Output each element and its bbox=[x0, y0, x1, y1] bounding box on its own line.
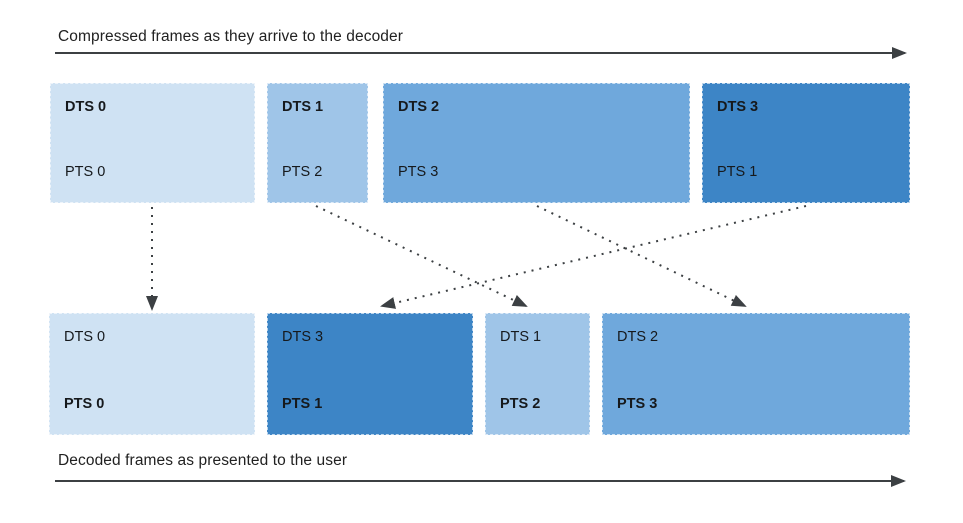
dts-label: DTS 0 bbox=[65, 99, 107, 115]
compressed-frames-label: Compressed frames as they arrive to the … bbox=[58, 28, 403, 45]
dts-label: DTS 1 bbox=[500, 329, 542, 345]
reorder-arrow-pts1 bbox=[380, 205, 807, 309]
decoded-frame-2: DTS 1 PTS 2 bbox=[485, 313, 590, 435]
pts-label: PTS 0 bbox=[65, 164, 106, 180]
pts-label: PTS 3 bbox=[617, 396, 658, 412]
dts-label: DTS 1 bbox=[282, 99, 324, 115]
decoded-frames-label: Decoded frames as presented to the user bbox=[58, 452, 348, 469]
pts-label: PTS 2 bbox=[500, 396, 541, 412]
decoded-frame-0: DTS 0 PTS 0 bbox=[49, 313, 255, 435]
dts-label: DTS 3 bbox=[717, 99, 759, 115]
dts-label: DTS 3 bbox=[282, 329, 324, 345]
compressed-frame-0: DTS 0 PTS 0 bbox=[50, 83, 255, 203]
compressed-frame-3: DTS 3 PTS 1 bbox=[702, 83, 910, 203]
decoded-frame-1: DTS 3 PTS 1 bbox=[267, 313, 473, 435]
pts-label: PTS 2 bbox=[282, 164, 323, 180]
pts-label: PTS 1 bbox=[282, 396, 323, 412]
dts-label: DTS 2 bbox=[617, 329, 659, 345]
reorder-arrow-pts3 bbox=[536, 205, 747, 307]
dts-label: DTS 0 bbox=[64, 329, 106, 345]
compressed-frame-1: DTS 1 PTS 2 bbox=[267, 83, 368, 203]
pts-label: PTS 3 bbox=[398, 164, 439, 180]
decoded-frame-3: DTS 2 PTS 3 bbox=[602, 313, 910, 435]
dts-label: DTS 2 bbox=[398, 99, 440, 115]
compressed-frame-2: DTS 2 PTS 3 bbox=[383, 83, 690, 203]
pts-label: PTS 1 bbox=[717, 164, 758, 180]
pts-label: PTS 0 bbox=[64, 396, 105, 412]
reorder-arrow-pts2 bbox=[315, 205, 528, 307]
